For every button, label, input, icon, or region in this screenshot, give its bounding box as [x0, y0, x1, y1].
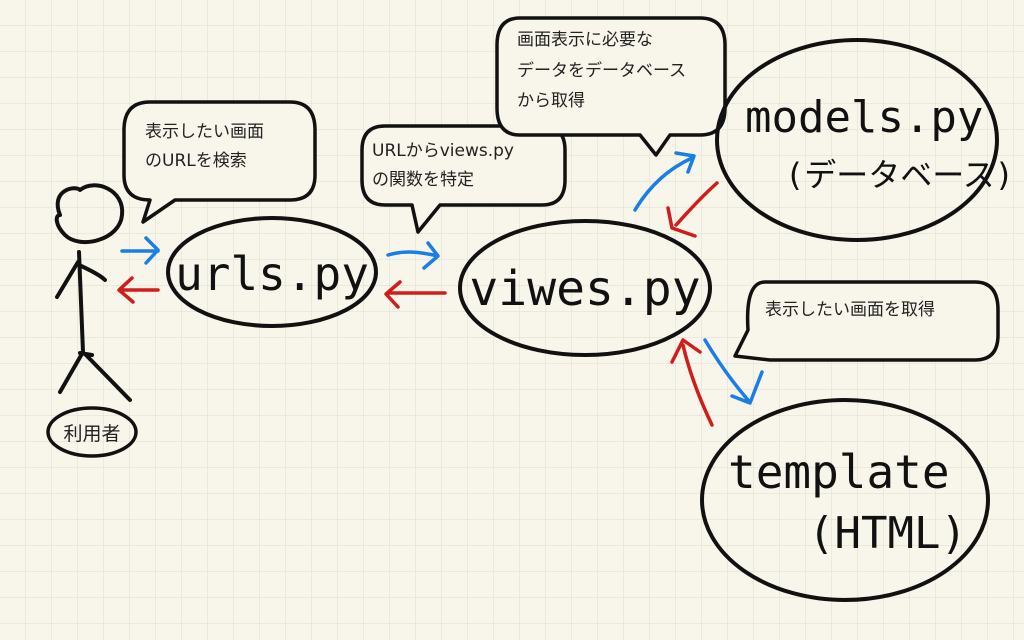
svg-text:データをデータベース: データをデータベース [517, 60, 686, 81]
node-views: viwes.py [458, 219, 712, 357]
svg-text:表示したい画面: 表示したい画面 [145, 122, 264, 142]
svg-text:viwes.py: viwes.py [469, 261, 700, 317]
user-stick-figure [54, 183, 132, 402]
arrow-views-to-urls [384, 280, 447, 309]
svg-text:の関数を特定: の関数を特定 [372, 170, 474, 190]
svg-text:のURLを検索: のURLを検索 [145, 151, 247, 171]
user-label: 利用者 [63, 423, 120, 445]
svg-text:urls.py: urls.py [175, 247, 369, 301]
bubble-views-to-template: 表示したい画面を取得 [733, 280, 1000, 362]
arrow-views-to-models [633, 151, 696, 212]
svg-text:から取得: から取得 [517, 91, 585, 111]
arrow-urls-to-user [117, 276, 160, 304]
response-arrows [117, 181, 719, 427]
svg-text:models.py: models.py [745, 92, 983, 143]
arrow-models-to-views [666, 181, 719, 238]
svg-text:(HTML): (HTML) [808, 508, 967, 559]
arrow-template-to-views [670, 338, 714, 427]
node-urls: urls.py [166, 216, 378, 328]
node-template: template (HTML) [700, 398, 990, 602]
arrow-views-to-template [703, 338, 764, 405]
bubble-urls-to-views: URLからviews.py の関数を特定 [360, 124, 567, 234]
svg-text:画面表示に必要な: 画面表示に必要な [517, 30, 653, 50]
svg-text:URLからviews.py: URLからviews.py [372, 141, 514, 161]
svg-text:template: template [728, 445, 950, 499]
svg-text:表示したい画面を取得: 表示したい画面を取得 [765, 300, 935, 320]
user-label-ellipse: 利用者 [46, 406, 138, 458]
arrow-user-to-urls [120, 236, 160, 265]
request-arrows [120, 151, 764, 405]
bubble-user-to-urls: 表示したい画面 のURLを検索 [122, 100, 317, 224]
bubble-views-to-models: 画面表示に必要な データをデータベース から取得 [495, 16, 727, 157]
svg-text:(データベース): (データベース) [785, 156, 1014, 194]
node-models: models.py (データベース) [715, 38, 1014, 242]
arrow-urls-to-views [386, 241, 440, 270]
